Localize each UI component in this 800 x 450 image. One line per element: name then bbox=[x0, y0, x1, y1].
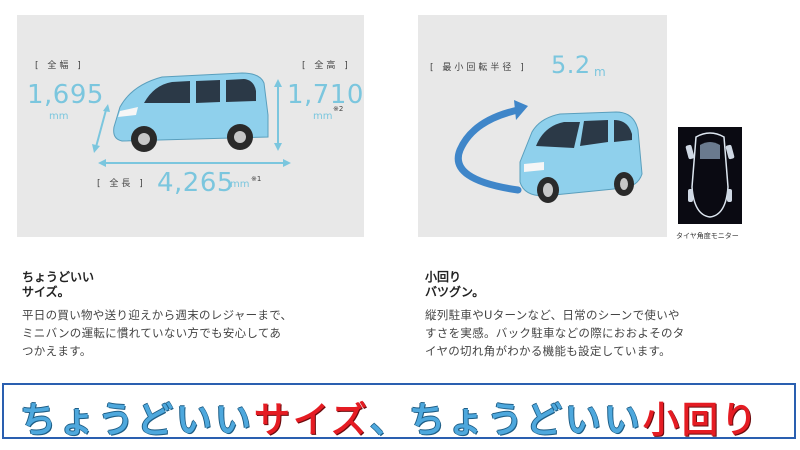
turning-description-line2: すさを実感。バック駐車などの際におおよそのタ bbox=[425, 326, 685, 340]
length-unit: mm bbox=[230, 179, 250, 190]
size-description-line2: ミニバンの運転に慣れていない方でも安心してあ bbox=[22, 326, 282, 340]
slogan-part3: 、ちょうどいい bbox=[369, 400, 643, 441]
turning-description-line3: イヤの切れ角がわかる機能も設定しています。 bbox=[425, 344, 671, 358]
height-label: [ 全高 ] bbox=[302, 61, 351, 71]
turning-radius-panel: [ 最小回転半径 ] 5.2 m bbox=[418, 15, 667, 237]
size-heading-line2: サイズ。 bbox=[22, 285, 70, 299]
width-value: 1,695 bbox=[27, 80, 104, 110]
turning-heading-line2: バツグン。 bbox=[425, 285, 485, 299]
turning-description: 縦列駐車やUターンなど、日常のシーンで使いや すさを実感。バック駐車などの際にお… bbox=[425, 306, 685, 360]
turning-heading: 小回り バツグン。 bbox=[425, 270, 484, 300]
length-value: 4,265 bbox=[157, 168, 234, 198]
length-label: [ 全長 ] bbox=[97, 179, 146, 189]
height-value: 1,710 bbox=[287, 80, 364, 110]
slogan-banner: ちょうどいいサイズ、ちょうどいい小回り bbox=[2, 383, 796, 441]
slogan-part2: サイズ bbox=[254, 400, 370, 441]
tire-monitor-caption: タイヤ角度モニター bbox=[676, 232, 739, 240]
turning-heading-line1: 小回り bbox=[425, 270, 462, 284]
size-description-line1: 平日の買い物や送り迎えから週末のレジャーまで、 bbox=[22, 308, 293, 322]
size-heading: ちょうどいい サイズ。 bbox=[22, 270, 94, 300]
length-note: ※1 bbox=[251, 175, 262, 183]
car-side-illustration bbox=[92, 72, 291, 167]
radius-unit: m bbox=[594, 65, 606, 79]
width-label: [ 全幅 ] bbox=[35, 61, 84, 71]
size-heading-line1: ちょうどいい bbox=[22, 270, 95, 284]
turning-description-line1: 縦列駐車やUターンなど、日常のシーンで使いや bbox=[425, 308, 680, 322]
radius-label: [ 最小回転半径 ] bbox=[430, 63, 527, 73]
slogan-part4: 小回り bbox=[642, 400, 760, 441]
radius-value: 5.2 bbox=[551, 51, 591, 79]
turning-car-illustration bbox=[454, 100, 643, 203]
height-unit: mm bbox=[313, 111, 333, 122]
tire-angle-car-icon bbox=[685, 132, 735, 218]
slogan-part1: ちょうどいい bbox=[20, 400, 255, 441]
tire-angle-monitor-image bbox=[678, 127, 742, 224]
width-unit: mm bbox=[49, 111, 69, 122]
height-note: ※2 bbox=[333, 105, 344, 113]
slogan-text: ちょうどいいサイズ、ちょうどいい小回り bbox=[20, 391, 760, 443]
size-diagram-panel: [ 全幅 ] 1,695 mm [ 全高 ] 1,710 mm ※2 [ 全長 … bbox=[17, 15, 364, 237]
size-description: 平日の買い物や送り迎えから週末のレジャーまで、 ミニバンの運転に慣れていない方で… bbox=[22, 306, 292, 360]
size-description-line3: つかえます。 bbox=[22, 344, 92, 358]
